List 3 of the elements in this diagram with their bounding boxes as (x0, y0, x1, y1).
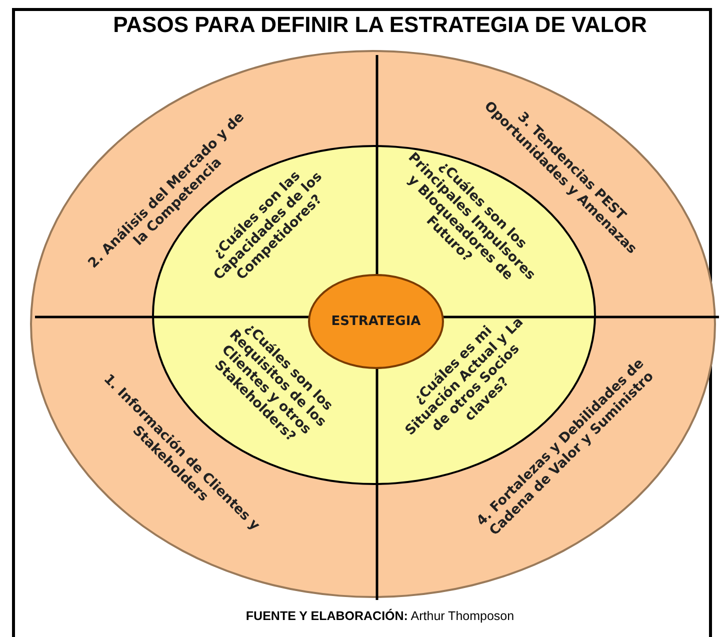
center-label: ESTRATEGIA (331, 314, 421, 329)
caption: FUENTE Y ELABORACIÓN: Arthur Thomposon (244, 609, 516, 623)
diagram-title: PASOS PARA DEFINIR LA ESTRATEGIA DE VALOR (112, 12, 648, 38)
